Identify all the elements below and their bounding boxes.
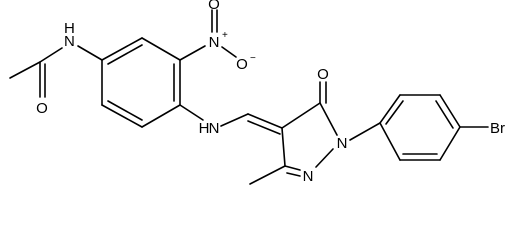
bond-pyr-c4-c5 [281, 102, 321, 129]
bond-ring-a-4 [141, 104, 181, 128]
bond-ring-a-5 [101, 104, 143, 128]
bond-ring-b-1 [379, 94, 401, 124]
nitro-o-right-label: O [236, 56, 248, 73]
bond-n1-aryl [349, 122, 381, 141]
bond-ring-b-3 [439, 94, 461, 128]
bond-ch-c4 [247, 113, 283, 129]
bond-ring-a-5-inner [107, 100, 143, 121]
bond-ring-b-3-inner [435, 100, 454, 129]
ring-n1-label: N [337, 135, 348, 152]
bond-pyr-n1-n2 [315, 148, 334, 168]
bond-ring-b-1-inner [385, 100, 404, 125]
bond-amine-ch [220, 113, 249, 127]
nitro-n-label: N [209, 34, 220, 51]
bond-methyl-carbonyl [9, 61, 41, 79]
amine-n-label: N [209, 120, 220, 137]
bromine-label: Br [490, 120, 505, 137]
chemical-structure-diagram: N H O N + O O − N H O N N Br [9, 0, 505, 185]
amine-h-label: H [199, 120, 210, 137]
nitro-o-top-label: O [208, 0, 220, 13]
bond-ring-b-4 [439, 126, 461, 161]
acetyl-o-label: O [36, 100, 48, 117]
bond-lines [9, 9, 489, 185]
bond-ch-c4-double [247, 120, 281, 135]
bond-ring-a-1 [101, 37, 143, 61]
ketone-o-label: O [317, 66, 329, 83]
bond-ring-b-6 [379, 122, 401, 161]
bond-nh-ring [77, 45, 103, 61]
bond-ring-nitro [179, 45, 206, 61]
amide-h-label: H [64, 20, 75, 37]
bond-pyr-c3-c4 [281, 127, 286, 167]
amide-n-label: N [64, 33, 75, 50]
bond-c3-methyl [249, 165, 286, 185]
bond-pyr-n2-c3 [284, 165, 301, 171]
ring-n2-label: N [303, 168, 314, 185]
atom-labels: N H O N + O O − N H O N N Br [36, 0, 505, 185]
bond-ring-a-2 [141, 37, 181, 61]
nitro-minus-label: − [250, 53, 256, 64]
bond-pyr-n2-c3-double [286, 172, 301, 177]
bond-carbonyl-nh [39, 47, 63, 63]
bond-nitro-o-right [221, 46, 237, 58]
nitro-plus-label: + [222, 30, 228, 41]
bond-ring-a-1-inner [107, 44, 143, 65]
bond-ring-amine [179, 104, 204, 121]
bond-pyr-c5-n1 [319, 102, 338, 136]
